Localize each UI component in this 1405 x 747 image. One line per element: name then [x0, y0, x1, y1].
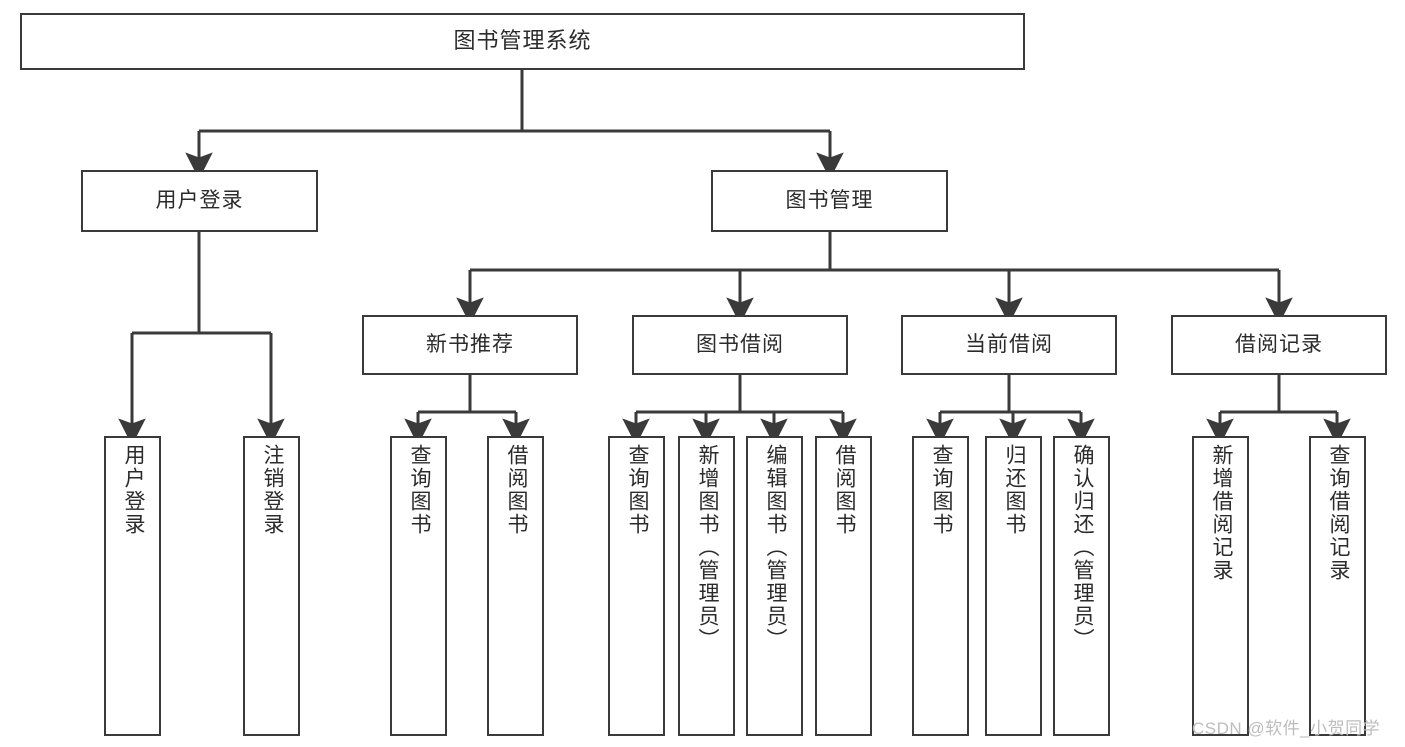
node-user-login[interactable]: 用户登录 — [81, 170, 318, 232]
node-label: 图书管理系统 — [453, 28, 592, 54]
node-label: 借阅图书 — [832, 444, 856, 536]
node-label: 借阅记录 — [1235, 333, 1323, 357]
node-current-borrow[interactable]: 当前借阅 — [901, 315, 1117, 375]
node-leaf-borrow-book-recommend[interactable]: 借阅图书 — [487, 436, 544, 736]
node-label: 用户登录 — [121, 444, 145, 536]
node-leaf-query-book-recommend[interactable]: 查询图书 — [390, 436, 447, 736]
node-label: 图书借阅 — [696, 333, 784, 357]
node-label: 查询图书 — [407, 444, 431, 536]
node-leaf-query-borrow-record[interactable]: 查询借阅记录 — [1309, 436, 1366, 736]
node-label: 图书管理 — [785, 189, 874, 213]
node-label: 确认归还（管理员） — [1070, 444, 1094, 651]
node-borrow-record[interactable]: 借阅记录 — [1171, 315, 1387, 375]
node-label: 注销登录 — [260, 444, 284, 536]
node-leaf-add-borrow-record[interactable]: 新增借阅记录 — [1192, 436, 1249, 736]
node-book-manage[interactable]: 图书管理 — [711, 170, 948, 232]
node-leaf-borrow-book[interactable]: 借阅图书 — [815, 436, 872, 736]
node-leaf-user-login[interactable]: 用户登录 — [104, 436, 161, 736]
node-leaf-add-book-admin[interactable]: 新增图书（管理员） — [678, 436, 735, 736]
node-new-book-recommend[interactable]: 新书推荐 — [362, 315, 578, 375]
node-label: 借阅图书 — [504, 444, 528, 536]
node-label: 查询借阅记录 — [1326, 444, 1350, 582]
node-label: 归还图书 — [1002, 444, 1026, 536]
node-label: 编辑图书（管理员） — [763, 444, 787, 651]
node-label: 新增借阅记录 — [1209, 444, 1233, 582]
csdn-watermark: CSDN @软件_小贺同学 — [1192, 719, 1381, 738]
node-label: 新增图书（管理员） — [695, 444, 719, 651]
node-label: 查询图书 — [625, 444, 649, 536]
node-label: 用户登录 — [155, 189, 244, 213]
node-label: 查询图书 — [929, 444, 953, 536]
node-leaf-user-logout[interactable]: 注销登录 — [243, 436, 300, 736]
node-leaf-query-book-current[interactable]: 查询图书 — [912, 436, 969, 736]
node-label: 新书推荐 — [426, 333, 514, 357]
node-label: 当前借阅 — [965, 333, 1053, 357]
node-book-borrow[interactable]: 图书借阅 — [632, 315, 848, 375]
node-root-system[interactable]: 图书管理系统 — [20, 13, 1025, 70]
node-leaf-return-book[interactable]: 归还图书 — [985, 436, 1042, 736]
node-leaf-query-book-borrow[interactable]: 查询图书 — [608, 436, 665, 736]
node-leaf-edit-book-admin[interactable]: 编辑图书（管理员） — [746, 436, 803, 736]
node-leaf-confirm-return-admin[interactable]: 确认归还（管理员） — [1053, 436, 1110, 736]
